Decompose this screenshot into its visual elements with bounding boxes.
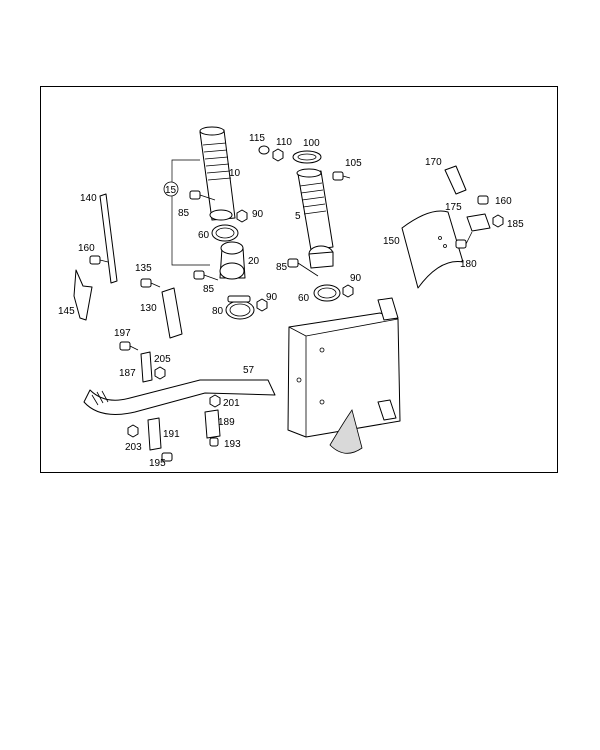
callout-5: 5 <box>295 211 301 222</box>
flex-pipe-5 <box>296 168 334 269</box>
callout-90-lower-left: 90 <box>266 292 278 303</box>
callout-115: 115 <box>249 133 265 144</box>
callout-189: 189 <box>218 417 235 428</box>
callout-135: 135 <box>135 263 152 274</box>
callout-145: 145 <box>58 306 75 317</box>
nut-110 <box>272 148 284 162</box>
clamp-100 <box>292 150 322 164</box>
bracket-187 <box>140 351 153 383</box>
callout-187: 187 <box>119 368 136 379</box>
callout-150: 150 <box>383 236 400 247</box>
tail-pipe-57 <box>83 379 276 415</box>
heat-shield-150 <box>401 210 464 289</box>
callout-140: 140 <box>80 193 97 204</box>
bracket-170 <box>444 165 467 195</box>
heat-shield-140 <box>99 193 118 284</box>
bolt-85-lower-left <box>193 270 219 281</box>
callout-10: 10 <box>229 168 241 179</box>
callout-20: 20 <box>248 256 260 267</box>
bolt-195 <box>161 452 173 462</box>
bolt-193 <box>209 437 219 447</box>
callout-15: 15 <box>165 185 177 196</box>
callout-203: 203 <box>125 442 142 453</box>
nut-201 <box>209 394 221 408</box>
nut-90-middle <box>342 284 354 298</box>
callout-191: 191 <box>163 429 180 440</box>
callout-105: 105 <box>345 158 362 169</box>
bracket-191 <box>147 417 162 451</box>
callout-160-left: 160 <box>78 243 95 254</box>
callout-60-middle: 60 <box>298 293 310 304</box>
callout-labels: 10 5 15 20 60 85 90 80 100 105 110 115 1… <box>58 133 524 469</box>
nut-185 <box>492 214 504 228</box>
bolt-197 <box>119 341 139 351</box>
callout-90-middle: 90 <box>350 273 362 284</box>
callout-57: 57 <box>243 365 255 376</box>
callout-85-middle: 85 <box>276 262 288 273</box>
callout-170: 170 <box>425 157 442 168</box>
callout-160-right: 160 <box>495 196 512 207</box>
bracket-189 <box>204 409 221 439</box>
callout-193: 193 <box>224 439 241 450</box>
bracket-130 <box>161 287 183 339</box>
callout-197: 197 <box>114 328 131 339</box>
bracket-145 <box>73 269 93 321</box>
callout-60-left: 60 <box>198 230 210 241</box>
diagram-frame <box>40 86 558 473</box>
bracket-175 <box>466 213 491 232</box>
callout-110: 110 <box>276 137 292 148</box>
group-15-bracket <box>171 159 210 266</box>
bolt-180 <box>455 231 473 249</box>
callout-205: 205 <box>154 354 171 365</box>
clamp-60-middle <box>313 284 341 302</box>
muffler <box>287 297 401 454</box>
callout-85-upper: 85 <box>178 208 190 219</box>
bolt-160-right <box>477 195 489 205</box>
callout-201: 201 <box>223 398 240 409</box>
nut-90-upper-left <box>236 209 248 223</box>
clamp-bolt-85-left <box>189 190 233 221</box>
pipe-20 <box>219 241 246 280</box>
nut-90-lower-left <box>256 298 268 312</box>
callout-80: 80 <box>212 306 224 317</box>
callout-195: 195 <box>149 458 166 469</box>
flex-pipe-10 <box>199 126 236 221</box>
clamp-60-left <box>211 224 239 242</box>
bolt-105 <box>332 171 351 181</box>
callout-180: 180 <box>460 259 477 270</box>
nut-203 <box>127 424 139 438</box>
nut-205 <box>154 366 166 380</box>
bolt-160-left <box>89 255 109 265</box>
callout-175: 175 <box>445 202 462 213</box>
clamp-80 <box>225 295 255 320</box>
callout-130: 130 <box>140 303 157 314</box>
bolt-135 <box>140 278 161 288</box>
bolt-85-middle <box>287 258 319 277</box>
callout-100: 100 <box>303 138 320 149</box>
callout-15-circle <box>163 181 179 197</box>
callout-85-lower-left: 85 <box>203 284 215 295</box>
callout-185: 185 <box>507 219 524 230</box>
callout-90-upper: 90 <box>252 209 264 220</box>
washer-115 <box>258 145 270 155</box>
